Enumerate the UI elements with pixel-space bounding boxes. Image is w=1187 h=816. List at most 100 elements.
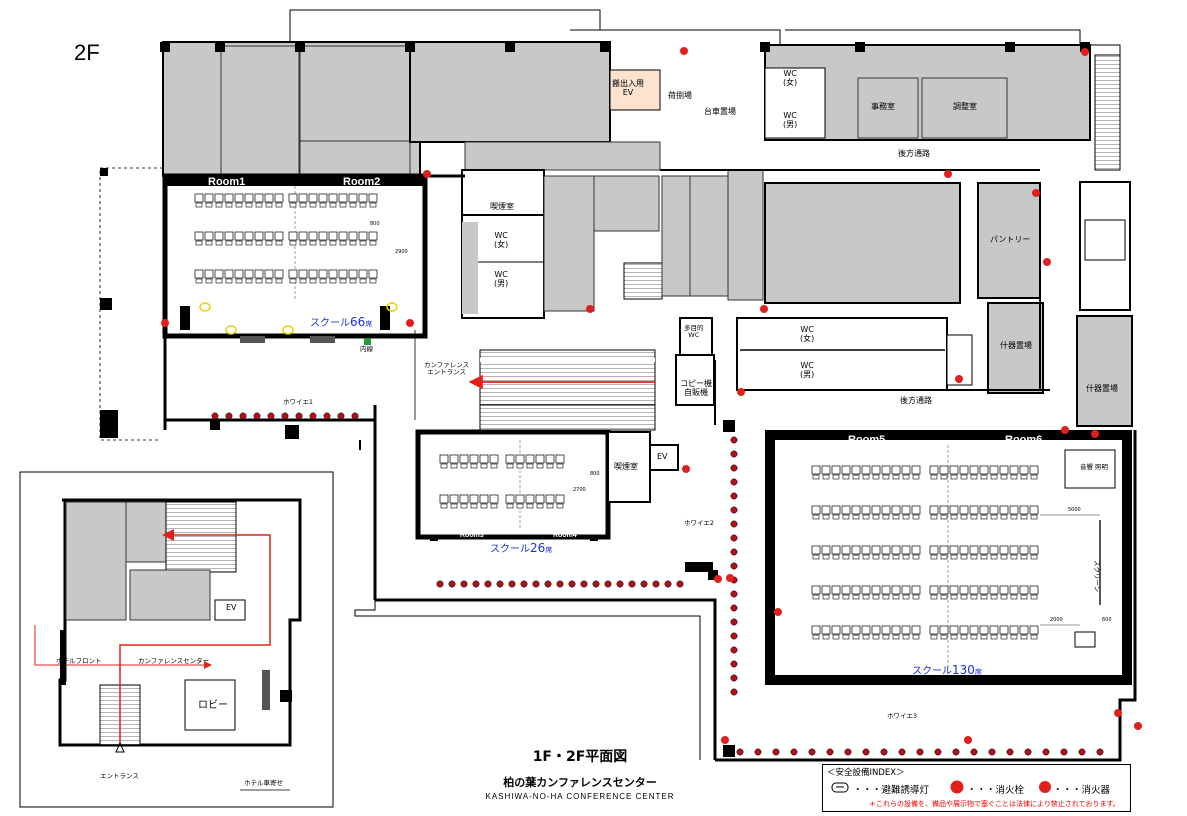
- seat-chair: [329, 202, 337, 208]
- stanchion: [730, 450, 738, 458]
- seat-chair: [930, 594, 938, 600]
- seat: [194, 193, 204, 203]
- seat: [881, 465, 891, 475]
- seat: [308, 193, 318, 203]
- fire-marker: [760, 305, 768, 313]
- seat: [1009, 505, 1019, 515]
- seat: [929, 625, 939, 635]
- dim-2900: 2900: [395, 249, 408, 255]
- seat: [439, 494, 449, 504]
- seat-chair: [970, 514, 978, 520]
- cart-label: 台車置場: [704, 107, 736, 116]
- seat-chair: [536, 463, 544, 469]
- fire-extinguisher-markers: [161, 47, 1142, 744]
- seat: [469, 454, 479, 464]
- stanchion: [1042, 748, 1050, 756]
- seat: [939, 585, 949, 595]
- seat: [929, 505, 939, 515]
- seat-chair: [832, 554, 840, 560]
- seat: [939, 465, 949, 475]
- seat-chair: [902, 514, 910, 520]
- f1-hotel-front-label: ホテルフロント: [56, 657, 102, 665]
- seat: [1019, 585, 1029, 595]
- seat-chair: [980, 514, 988, 520]
- seat: [949, 625, 959, 635]
- seat-chair: [902, 594, 910, 600]
- seat: [841, 545, 851, 555]
- seat: [254, 269, 264, 279]
- seat: [871, 505, 881, 515]
- seat-chair: [369, 202, 377, 208]
- stanchion: [508, 580, 516, 588]
- stanchion: [664, 580, 672, 588]
- fire-marker: [721, 736, 729, 744]
- stanchion: [898, 748, 906, 756]
- seat: [939, 625, 949, 635]
- seat: [891, 545, 901, 555]
- fire-marker: [737, 388, 745, 396]
- fire-marker: [774, 608, 782, 616]
- seat-chair: [912, 634, 920, 640]
- wc-men-east: WC (男): [800, 361, 815, 379]
- seat: [204, 193, 214, 203]
- room3-label: Room3: [460, 532, 484, 539]
- seat: [969, 505, 979, 515]
- stanchion: [916, 748, 924, 756]
- seat-chair: [930, 554, 938, 560]
- seat-chair: [872, 514, 880, 520]
- seat: [204, 269, 214, 279]
- seat-chair: [225, 240, 233, 246]
- stanchion: [616, 580, 624, 588]
- seat: [1029, 625, 1039, 635]
- seat-chair: [862, 474, 870, 480]
- seat: [881, 505, 891, 515]
- seat: [214, 269, 224, 279]
- seat-chair: [990, 514, 998, 520]
- room2-label: Room2: [343, 176, 381, 188]
- seat: [979, 625, 989, 635]
- stanchion: [730, 478, 738, 486]
- seat-chair: [960, 554, 968, 560]
- seat: [871, 585, 881, 595]
- stanchion: [730, 492, 738, 500]
- seat-chair: [1000, 514, 1008, 520]
- seat-chair: [842, 634, 850, 640]
- seat: [288, 231, 298, 241]
- stanchion: [267, 412, 275, 420]
- stanchion: [730, 562, 738, 570]
- stanchion: [652, 580, 660, 588]
- seat: [891, 505, 901, 515]
- stanchion: [436, 580, 444, 588]
- seat-chair: [225, 278, 233, 284]
- seat-chair: [940, 554, 948, 560]
- fire-marker: [423, 170, 431, 178]
- fire-extinguisher-icon: [1039, 781, 1051, 793]
- seat-chair: [882, 634, 890, 640]
- seat: [891, 465, 901, 475]
- seat-chair: [812, 514, 820, 520]
- seat-chair: [970, 634, 978, 640]
- seat: [298, 269, 308, 279]
- seat: [545, 494, 555, 504]
- seat: [264, 231, 274, 241]
- fire-marker: [964, 736, 972, 744]
- stanchion: [472, 580, 480, 588]
- plan-title: 1F・2F平面図: [532, 749, 628, 765]
- stanchion: [730, 534, 738, 542]
- seat: [969, 465, 979, 475]
- stanchion: [295, 412, 303, 420]
- title-block: 1F・2F平面図 柏の葉カンファレンスセンター KASHIWA-NO-HA CO…: [470, 746, 690, 801]
- seat: [901, 585, 911, 595]
- seat: [449, 454, 459, 464]
- seat-chair: [546, 503, 554, 509]
- seat-chair: [319, 202, 327, 208]
- f1-entrance-label: エントランス: [100, 772, 139, 780]
- seat: [328, 231, 338, 241]
- rope-stanchions-foyer1: [211, 412, 359, 420]
- seat-chair: [812, 634, 820, 640]
- seat: [274, 269, 284, 279]
- seat: [1019, 545, 1029, 555]
- seat: [224, 269, 234, 279]
- stanchion: [592, 580, 600, 588]
- f1-hotel-car-label: ホテル車寄せ: [244, 779, 283, 787]
